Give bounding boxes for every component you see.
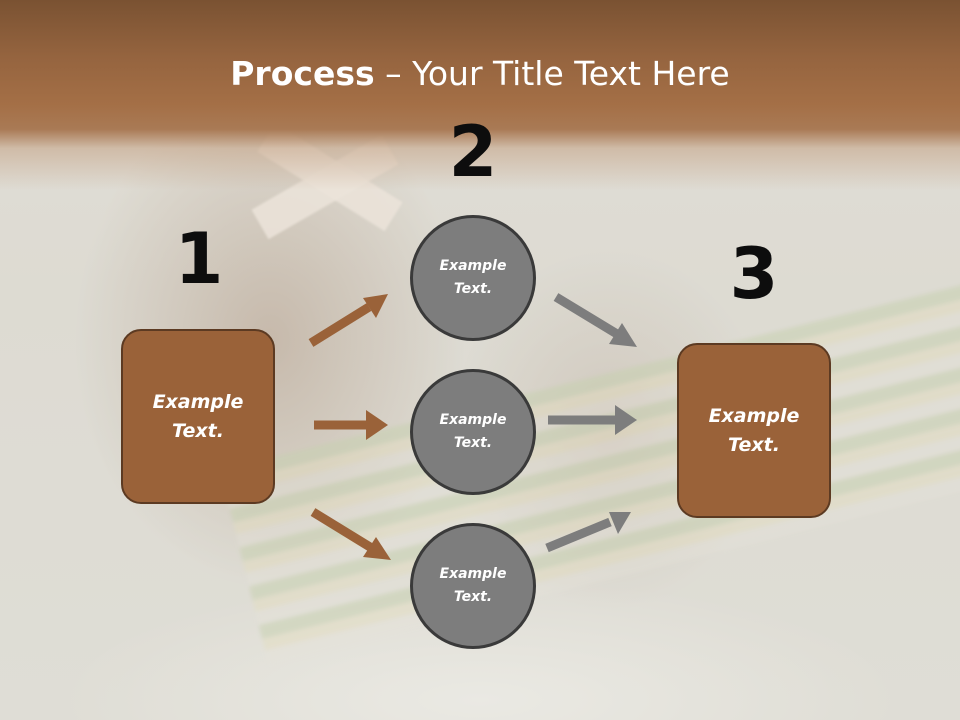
slide-title[interactable]: Process – Your Title Text Here bbox=[0, 52, 960, 96]
arrow-right-icon bbox=[548, 405, 637, 435]
step-number-2: 2 bbox=[448, 111, 498, 193]
arrow-right-icon bbox=[314, 410, 388, 440]
right-box[interactable]: Example Text. bbox=[677, 343, 831, 518]
arrow-right-up-icon bbox=[545, 512, 631, 553]
left-box[interactable]: Example Text. bbox=[121, 329, 275, 504]
step-number-3: 3 bbox=[729, 233, 779, 315]
left-box-text: Example Text. bbox=[152, 390, 244, 442]
circle-middle[interactable]: Example Text. bbox=[410, 369, 536, 495]
circle-bottom[interactable]: Example Text. bbox=[410, 523, 536, 649]
right-box-text: Example Text. bbox=[708, 404, 800, 456]
title-rest: – Your Title Text Here bbox=[374, 54, 730, 93]
circle-middle-text: Example Text. bbox=[439, 412, 507, 451]
step-number-1: 1 bbox=[174, 218, 224, 300]
title-bold: Process bbox=[230, 54, 375, 93]
arrow-right-up-icon bbox=[308, 294, 388, 347]
arrow-right-down-icon bbox=[553, 293, 637, 347]
circle-bottom-text: Example Text. bbox=[439, 566, 507, 605]
circle-top[interactable]: Example Text. bbox=[410, 215, 536, 341]
arrow-right-down-icon bbox=[310, 508, 391, 560]
circle-top-text: Example Text. bbox=[439, 258, 507, 297]
header-band bbox=[0, 0, 960, 190]
